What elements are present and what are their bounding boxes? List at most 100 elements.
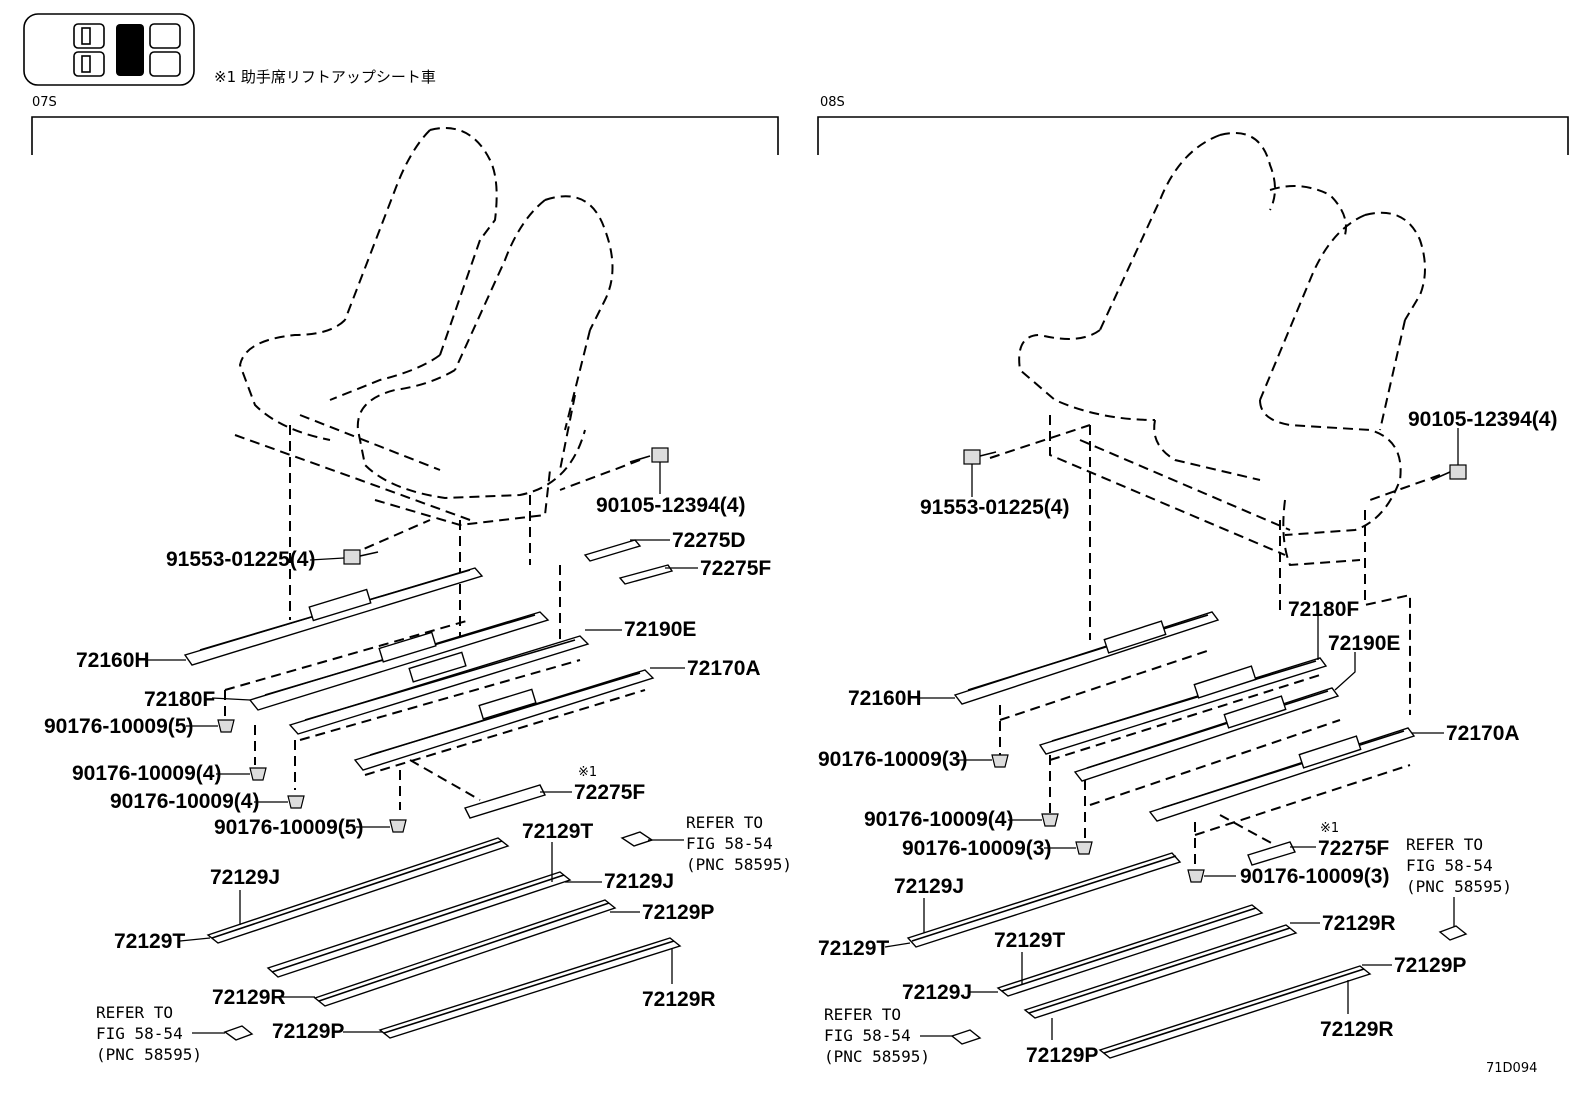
right-mount-line-5 [1369, 474, 1441, 501]
left-mark-1: ※1 [578, 765, 597, 780]
right-mark-1: ※1 [1320, 821, 1339, 836]
right-part-72275F [1219, 814, 1316, 866]
right-label-90176-d: 90176-10009(3) [1240, 865, 1389, 888]
left-label-90176-a: 90176-10009(5) [44, 715, 193, 738]
left-rail-72160H [148, 567, 484, 666]
left-label-72129T-left: 72129T [114, 930, 185, 953]
right-plate-3 [1023, 924, 1298, 1019]
right-label-72275F: 72275F [1318, 837, 1389, 860]
left-label-90105: 90105-12394(4) [596, 494, 745, 517]
left-rail-72190E [288, 629, 622, 735]
right-label-72190E: 72190E [1328, 632, 1400, 655]
left-part-72275F-bot [409, 759, 572, 819]
right-label-72129R-bot: 72129R [1320, 1018, 1394, 1041]
left-clip-90176-b [216, 767, 267, 781]
left-seat-rear [234, 127, 498, 521]
right-panel-code: 08S [820, 95, 845, 110]
right-ref1-line2: FIG 58-54 [1406, 856, 1493, 875]
right-rail-72170A [1148, 727, 1444, 822]
right-label-72129P-right: 72129P [1394, 954, 1466, 977]
left-label-72129T-top: 72129T [522, 820, 593, 843]
right-ref1-line3: (PNC 58595) [1406, 877, 1512, 896]
left-ref1-line3: (PNC 58595) [686, 855, 792, 874]
right-label-91553: 91553-01225(4) [920, 496, 1069, 519]
left-clip-90176-c [254, 795, 305, 809]
right-label-90176-c: 90176-10009(3) [902, 837, 1051, 860]
left-label-72170A: 72170A [687, 657, 761, 680]
left-lead-72129T-left [179, 937, 211, 942]
right-mount-line-3 [1364, 510, 1411, 715]
right-bolt-91553 [963, 449, 997, 497]
right-label-90176-a: 90176-10009(3) [818, 748, 967, 771]
vehicle-seat-layout-icon [23, 13, 195, 86]
left-label-90176-d: 90176-10009(5) [214, 816, 363, 839]
left-ref-clip-lower [192, 1025, 254, 1041]
right-label-72129T-mid: 72129T [994, 929, 1065, 952]
left-label-91553: 91553-01225(4) [166, 548, 315, 571]
right-rail-72190E [1073, 652, 1356, 782]
right-label-72129R-right: 72129R [1322, 912, 1396, 935]
right-bolt-90105 [1431, 428, 1467, 481]
right-clip-90176-c [1044, 841, 1093, 855]
right-label-72170A: 72170A [1446, 722, 1520, 745]
left-label-72129J-left: 72129J [210, 866, 280, 889]
right-lead-72129T-left [884, 942, 911, 948]
left-part-72275D [583, 539, 670, 562]
left-label-72129P-right: 72129P [642, 901, 714, 924]
left-panel-bracket [31, 116, 779, 155]
left-label-72129P-bot: 72129P [272, 1020, 344, 1043]
right-label-72129J-top: 72129J [894, 875, 964, 898]
right-ref2-line2: FIG 58-54 [824, 1026, 911, 1045]
right-label-72160H: 72160H [848, 687, 922, 710]
left-panel-code: 07S [32, 95, 57, 110]
left-bolt-90105 [629, 447, 669, 494]
left-clip-90176-a [186, 719, 235, 733]
left-seat-front [356, 195, 614, 527]
right-mount-line-4 [989, 424, 1091, 459]
right-ref2-line3: (PNC 58595) [824, 1047, 930, 1066]
left-rail-72170A [353, 667, 685, 771]
left-plate-4 [378, 937, 682, 1039]
left-label-90176-c: 90176-10009(4) [110, 790, 259, 813]
left-label-90176-b: 90176-10009(4) [72, 762, 221, 785]
right-rail-72180F [1038, 612, 1328, 755]
left-label-72275F-top: 72275F [700, 557, 771, 580]
left-label-72129R-right: 72129R [642, 988, 716, 1011]
left-label-72160H: 72160H [76, 649, 150, 672]
left-rail-guides [224, 690, 401, 810]
left-bolt-91553 [309, 549, 379, 565]
left-label-72190E: 72190E [624, 618, 696, 641]
left-part-72275F-top [618, 564, 698, 585]
left-ref1-line1: REFER TO [686, 813, 763, 832]
right-label-90105: 90105-12394(4) [1408, 408, 1557, 431]
left-label-72275D: 72275D [672, 529, 746, 552]
left-ref1-line2: FIG 58-54 [686, 834, 773, 853]
left-ref-clip-upper [620, 831, 684, 847]
left-plate-1 [206, 837, 510, 944]
right-panel-bracket [817, 116, 1569, 155]
figure-code: 71D094 [1486, 1061, 1537, 1076]
right-clip-90176-b [1008, 813, 1059, 827]
left-label-72129R-left: 72129R [212, 986, 286, 1009]
right-ref2-line1: REFER TO [824, 1005, 901, 1024]
lift-up-seat-note: ※1 助手席リフトアップシート車 [214, 68, 436, 86]
left-clip-90176-d [356, 819, 407, 833]
right-label-72129T-left: 72129T [818, 937, 889, 960]
left-ref2-line2: FIG 58-54 [96, 1024, 183, 1043]
left-mount-line-4 [559, 459, 641, 491]
left-plate-3 [313, 899, 617, 1007]
right-label-72129J-mid: 72129J [902, 981, 972, 1004]
right-clip-90176-a [958, 754, 1009, 768]
left-label-72129J-right: 72129J [604, 870, 674, 893]
left-label-72275F-bot: 72275F [574, 781, 645, 804]
right-label-90176-b: 90176-10009(4) [864, 808, 1013, 831]
right-ref-clip-lower [920, 1029, 982, 1045]
right-bench-seat [1018, 132, 1426, 567]
right-label-72129P-bot: 72129P [1026, 1044, 1098, 1067]
right-plate-1 [906, 852, 1182, 948]
left-label-72180F: 72180F [144, 688, 215, 711]
right-label-72180F: 72180F [1288, 598, 1359, 621]
left-rail-72180F [211, 611, 550, 711]
right-ref1-line1: REFER TO [1406, 835, 1483, 854]
